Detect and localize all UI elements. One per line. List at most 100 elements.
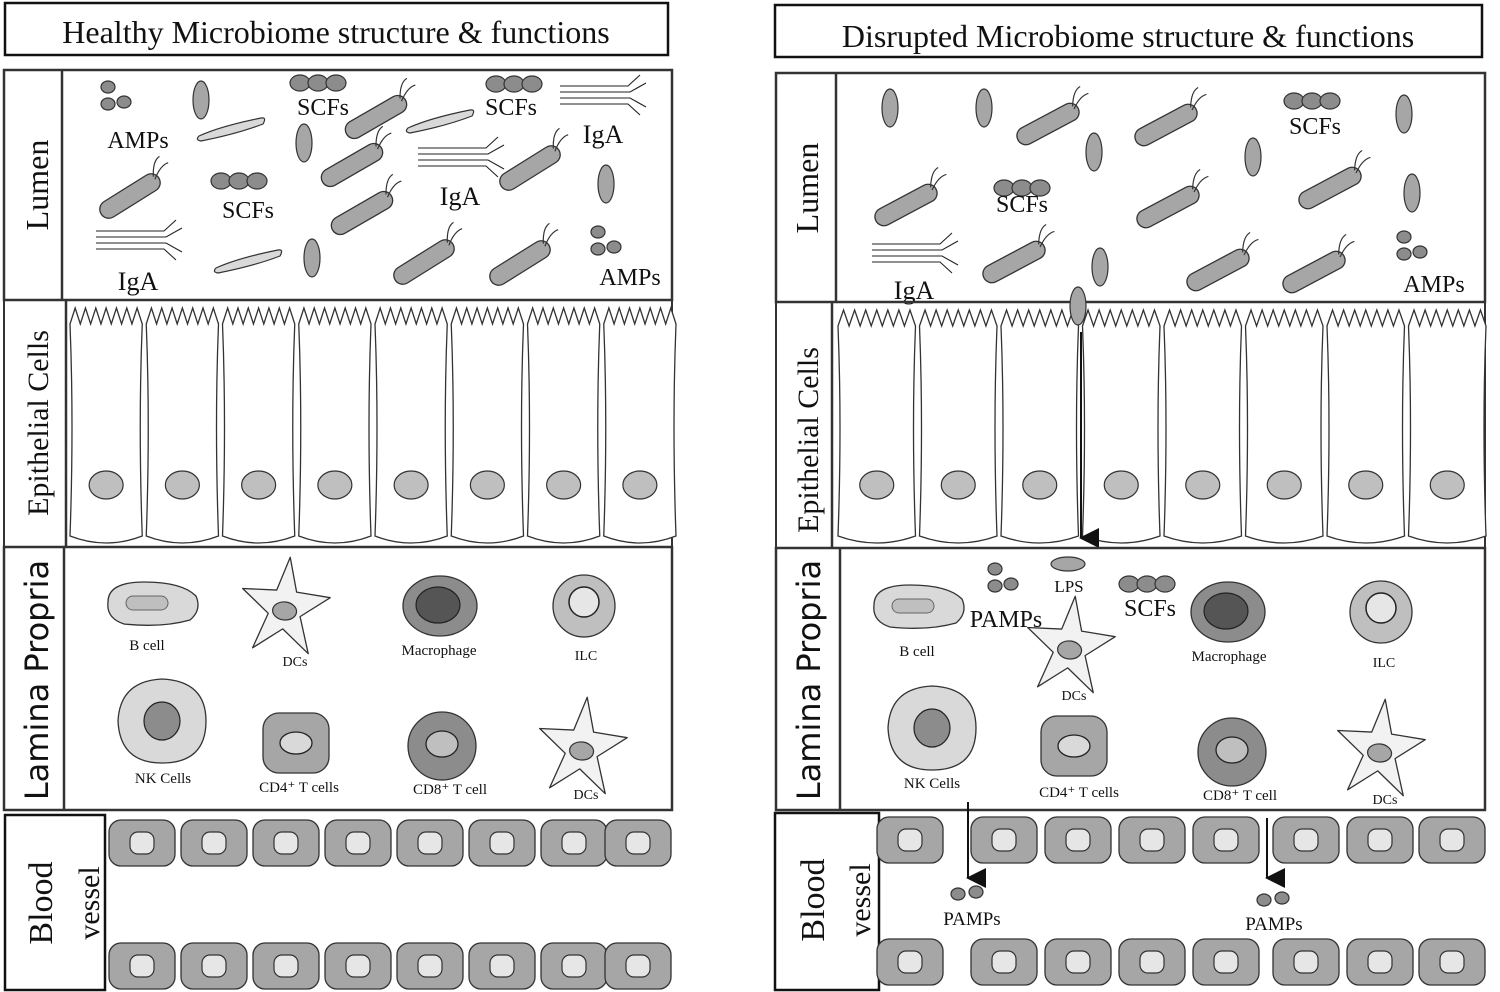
bacteria-oval — [1395, 94, 1413, 134]
cell-nucleus — [241, 470, 277, 500]
cell-nucleus — [1266, 470, 1302, 500]
nk-cell-label: NK Cells — [135, 771, 191, 787]
endothelial-cell — [324, 819, 392, 867]
endothelial-cell — [468, 819, 536, 867]
epithelial-cell — [1000, 308, 1080, 544]
endothelial-cell — [1118, 816, 1186, 864]
lumen-label: Lumen — [789, 143, 825, 234]
macrophage-label: Macrophage — [1192, 649, 1267, 665]
ilc-cell — [1349, 580, 1413, 644]
scfs-molecule — [210, 172, 268, 190]
iga-label: IgA — [894, 276, 935, 305]
endothelial-cell — [1044, 938, 1112, 986]
epithelial-cell — [145, 305, 220, 544]
endothelial-cell — [252, 942, 320, 990]
cell-nucleus — [393, 470, 429, 500]
endothelial-cell — [180, 819, 248, 867]
blood-vessel-endothelium — [108, 819, 672, 990]
epithelial-cell — [298, 305, 372, 544]
amps-label: AMPs — [599, 265, 660, 291]
cell-nucleus — [1429, 470, 1465, 500]
cell-nucleus — [88, 470, 124, 500]
endothelial-cell — [1118, 938, 1186, 986]
disrupted-title: Disrupted Microbiome structure & functio… — [842, 18, 1414, 54]
pamps-label: PAMPs — [943, 909, 1000, 930]
healthy-title: Healthy Microbiome structure & functions — [62, 14, 609, 50]
pamps-molecule — [1274, 891, 1290, 905]
cd8-label: CD8⁺ T cell — [413, 782, 487, 798]
translocating-bacterium — [1069, 286, 1087, 326]
cell-nucleus — [317, 470, 353, 500]
endothelial-cell — [604, 942, 672, 990]
blood-vessel-label-box — [773, 811, 881, 992]
cell-nucleus — [622, 470, 658, 500]
bacteria-oval — [303, 238, 321, 278]
cell-nucleus — [546, 470, 582, 500]
disrupted-panel: Disrupted Microbiome structure & functio… — [773, 3, 1487, 992]
cd4-label: CD4⁺ T cells — [259, 780, 339, 796]
bacteria-oval — [192, 80, 210, 120]
disrupted-title-box — [773, 3, 1484, 59]
ilc-cell — [552, 574, 616, 638]
nk-cell — [117, 678, 207, 764]
endothelial-cell — [970, 816, 1038, 864]
b-cell-label: B cell — [899, 644, 934, 660]
pamps-molecule — [950, 887, 966, 901]
epithelial-cell — [1407, 308, 1487, 544]
epithelial-cell — [837, 308, 917, 544]
epithelial-cell — [221, 305, 296, 544]
lps-label: LPS — [1054, 577, 1083, 596]
lamina-propria-label: Lamina Propria — [790, 560, 828, 800]
endothelial-cell — [396, 942, 464, 990]
epithelial-cell — [69, 305, 143, 544]
amps-label: AMPs — [1403, 272, 1464, 298]
endothelial-cell — [252, 819, 320, 867]
endothelial-cell — [970, 938, 1038, 986]
dcs-label: DCs — [1062, 689, 1087, 704]
endothelial-cell — [540, 819, 608, 867]
vessel-label: vessel — [844, 863, 877, 936]
scfs-label: SCFs — [1124, 596, 1176, 622]
cd8-t-cell — [1197, 717, 1267, 787]
epithelial-cell — [918, 308, 998, 544]
cd8-label: CD8⁺ T cell — [1203, 788, 1277, 804]
macrophage — [1190, 581, 1266, 643]
cell-nucleus — [469, 470, 505, 500]
vessel-label: vessel — [73, 866, 106, 939]
cell-nucleus — [940, 470, 976, 500]
scfs-molecule — [1118, 575, 1176, 593]
epithelial-cell — [1081, 308, 1161, 544]
endothelial-cell — [876, 938, 944, 986]
endothelial-cell — [1418, 938, 1486, 986]
epithelial-cell — [1163, 308, 1243, 544]
cell-nucleus — [1185, 470, 1221, 500]
pamps-label: PAMPs — [1245, 914, 1302, 935]
macrophage-label: Macrophage — [402, 643, 477, 659]
iga-label: IgA — [440, 182, 481, 211]
epithelial-cells — [837, 308, 1487, 544]
ilc-label: ILC — [575, 649, 598, 664]
scfs-label: SCFs — [996, 192, 1048, 218]
bacteria-oval — [597, 164, 615, 204]
endothelial-cell — [1192, 938, 1260, 986]
b-cell-label: B cell — [129, 638, 164, 654]
endothelial-cell — [468, 942, 536, 990]
epithelial-cells — [69, 305, 677, 544]
scfs-label: SCFs — [1289, 114, 1341, 140]
bacteria-oval — [1091, 247, 1109, 287]
scfs-molecule — [485, 75, 543, 93]
pamps-molecule — [968, 885, 984, 899]
endothelial-cell — [108, 819, 176, 867]
scfs-label: SCFs — [222, 198, 274, 224]
iga-label: IgA — [583, 120, 624, 149]
bacteria-oval — [295, 123, 313, 163]
endothelial-cell — [876, 816, 944, 864]
b-cell — [873, 584, 965, 629]
epithelial-label: Epithelial Cells — [792, 347, 825, 533]
endothelial-cell — [108, 942, 176, 990]
scfs-label: SCFs — [485, 95, 537, 121]
lumen-label: Lumen — [19, 140, 55, 231]
endothelial-cell — [396, 819, 464, 867]
nk-cell — [887, 685, 977, 771]
epithelial-cell — [1326, 308, 1406, 544]
